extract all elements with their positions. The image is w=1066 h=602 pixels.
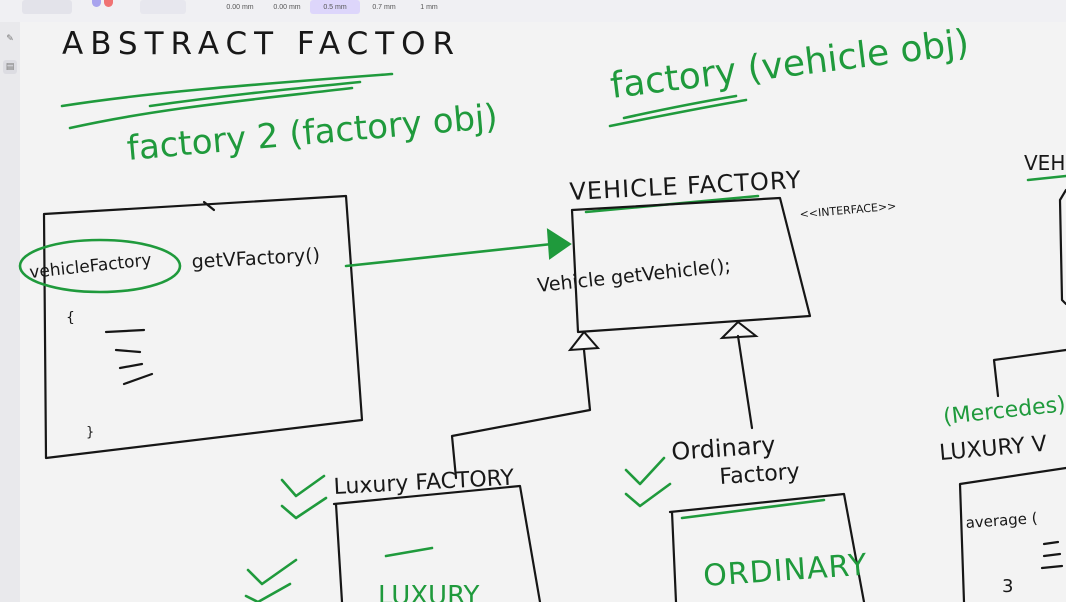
pen-tool-icon[interactable]: ✎ [6, 34, 14, 44]
thickness-option-5-label: 1 mm [420, 3, 438, 11]
top-toolbar: 0.00 mm 0.00 mm 0.5 mm 0.7 mm 1 mm [0, 0, 1066, 23]
toolbar-button-2[interactable] [140, 0, 186, 14]
thickness-option-4-label: 0.7 mm [372, 3, 396, 11]
thickness-option-4[interactable]: 0.7 mm [358, 0, 410, 14]
thickness-option-1-label: 0.00 mm [226, 3, 254, 11]
thickness-option-2[interactable]: 0.00 mm [262, 0, 312, 14]
toolbar-button-1[interactable] [22, 0, 72, 14]
color-swatch-red[interactable] [104, 0, 113, 7]
thickness-option-3-label: 0.5 mm [323, 3, 347, 11]
thickness-option-1[interactable]: 0.00 mm [214, 0, 266, 14]
left-tool-rail: ✎ ▤ [0, 22, 21, 602]
whiteboard-canvas[interactable] [20, 22, 1066, 602]
page-tool-icon[interactable]: ▤ [3, 60, 17, 74]
thickness-option-2-label: 0.00 mm [273, 3, 301, 11]
thickness-option-3[interactable]: 0.5 mm [310, 0, 360, 14]
color-swatch-purple[interactable] [92, 0, 101, 7]
thickness-option-5[interactable]: 1 mm [406, 0, 452, 14]
